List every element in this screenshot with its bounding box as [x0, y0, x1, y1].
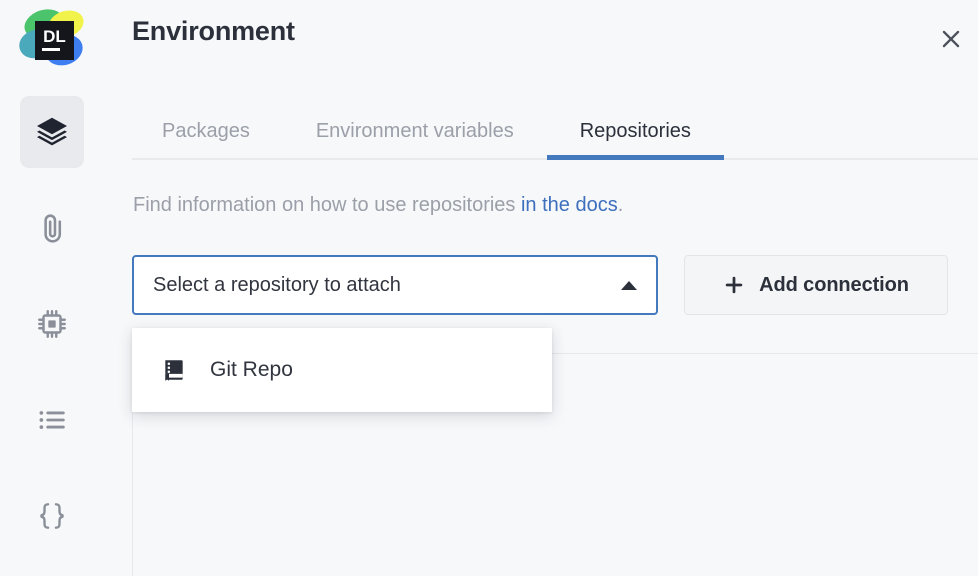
datalore-logo-svg: DL: [19, 9, 84, 66]
sidebar-item-layers[interactable]: [20, 96, 84, 168]
datalore-logo: DL: [14, 6, 90, 76]
panel-horizontal-divider: [132, 353, 978, 354]
add-connection-button[interactable]: Add connection: [684, 255, 948, 315]
docs-hint-prefix: Find information on how to use repositor…: [133, 194, 521, 216]
dropdown-option-git-repo[interactable]: Git Repo: [132, 336, 552, 404]
repositories-panel: Find information on how to use repositor…: [132, 162, 978, 576]
book-repo-icon: [161, 357, 191, 383]
tab-repositories[interactable]: Repositories: [546, 104, 725, 160]
sidebar-item-compute[interactable]: [20, 288, 84, 360]
sidebar-items: [0, 96, 104, 576]
paperclip-icon: [35, 211, 69, 245]
tab-packages[interactable]: Packages: [162, 119, 250, 142]
layers-icon: [34, 114, 70, 150]
close-button[interactable]: [930, 20, 972, 62]
plus-icon: [723, 274, 745, 296]
sidebar-item-variables[interactable]: [20, 480, 84, 552]
left-sidebar: DL: [0, 0, 104, 576]
curly-braces-icon: [34, 498, 70, 534]
repository-dropdown-menu: Git Repo: [132, 328, 552, 412]
cpu-chip-icon: [35, 307, 69, 341]
svg-text:DL: DL: [43, 27, 66, 46]
repository-select[interactable]: Select a repository to attach: [132, 255, 658, 315]
sidebar-item-outline[interactable]: [20, 384, 84, 456]
tab-bar: Packages Environment variables Repositor…: [132, 104, 978, 160]
repository-select-value: Select a repository to attach: [153, 273, 401, 296]
list-icon: [35, 403, 69, 437]
add-connection-label: Add connection: [759, 273, 909, 296]
panel-vertical-divider: [132, 353, 133, 576]
page-title: Environment: [132, 16, 295, 46]
dropdown-option-label: Git Repo: [210, 358, 293, 381]
docs-link[interactable]: in the docs: [520, 194, 618, 216]
chevron-up-icon[interactable]: [602, 278, 656, 292]
docs-hint: Find information on how to use repositor…: [133, 194, 623, 217]
tab-environment-variables[interactable]: Environment variables: [315, 119, 514, 142]
docs-hint-suffix: .: [617, 194, 624, 216]
sidebar-item-attachments[interactable]: [20, 192, 84, 264]
close-icon: [938, 26, 964, 57]
